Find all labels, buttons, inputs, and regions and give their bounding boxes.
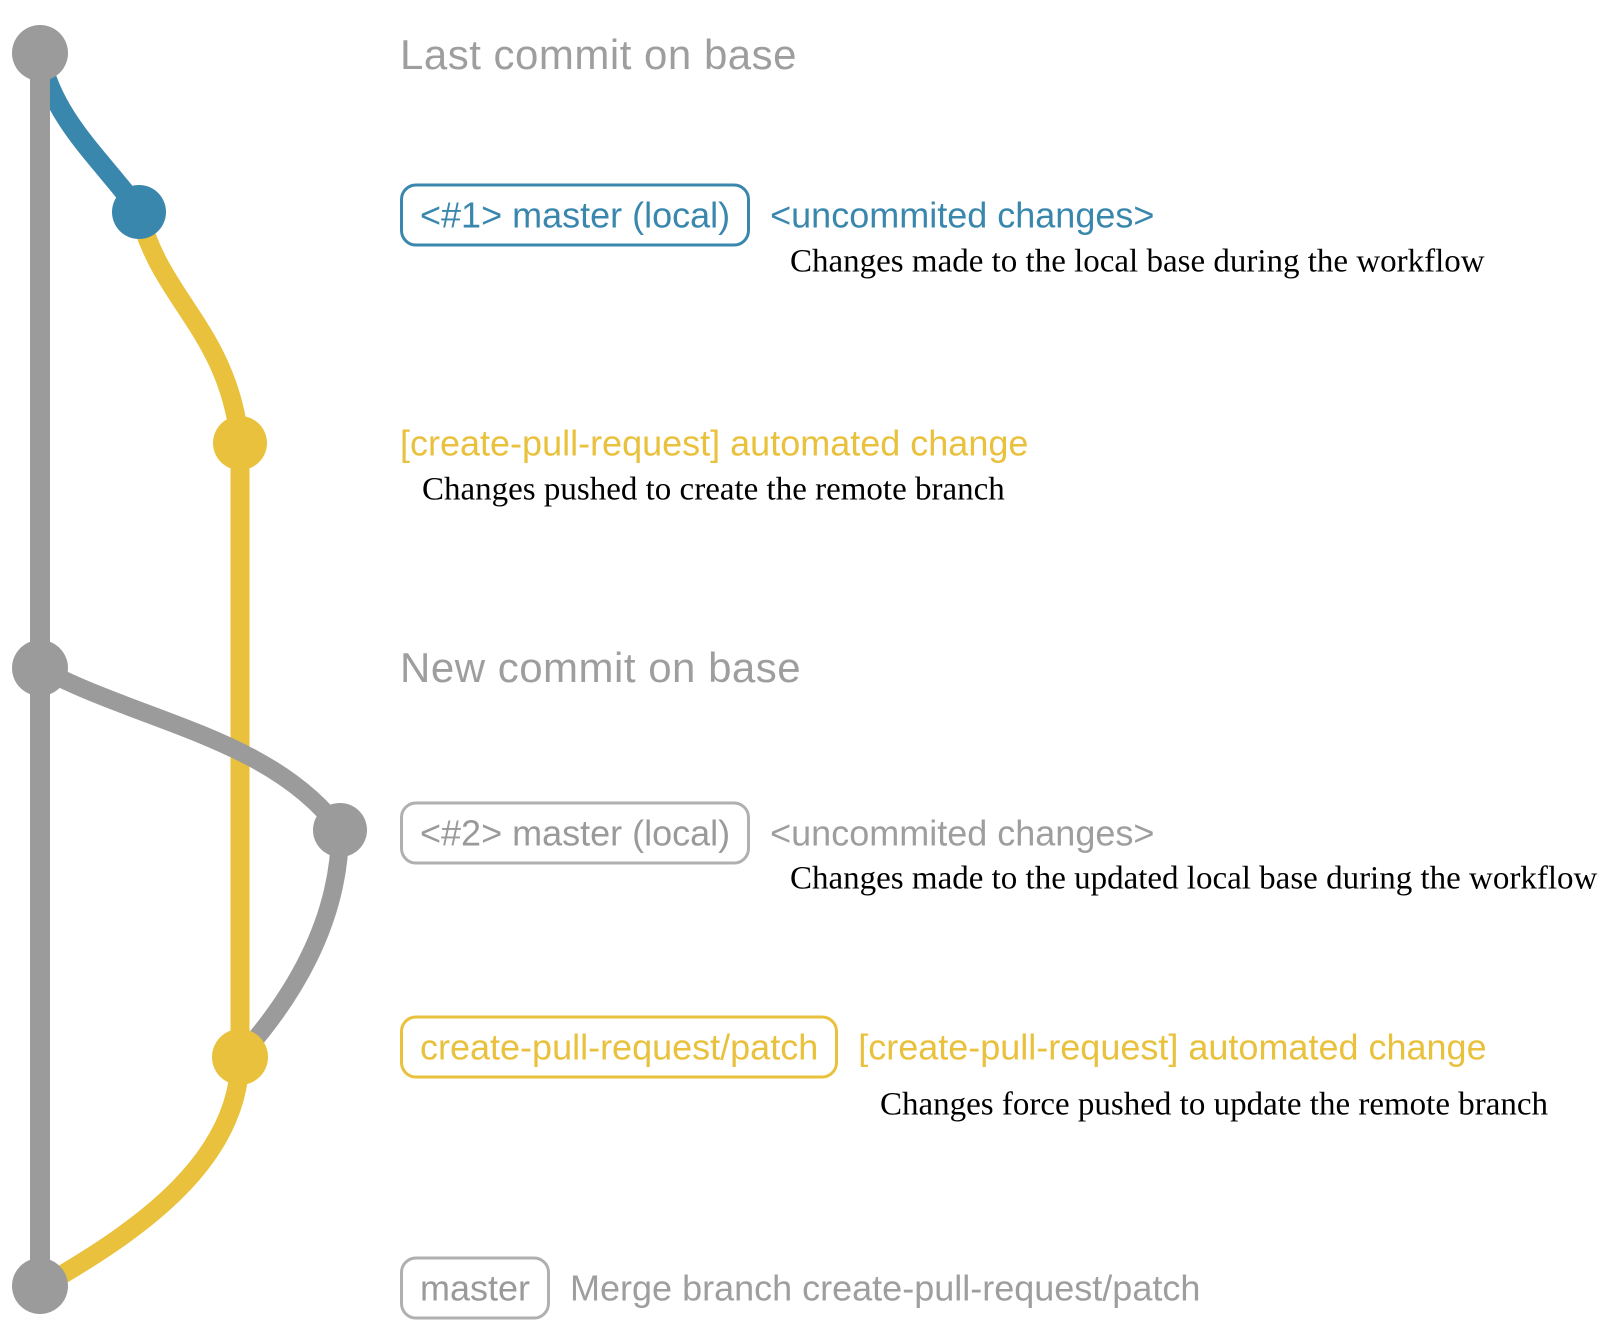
- commit-message: <uncommited changes>: [770, 194, 1155, 236]
- commit-message: <uncommited changes>: [770, 812, 1155, 854]
- commit-dot-local-1: [112, 185, 166, 239]
- commit-dot-local-2: [313, 803, 367, 857]
- commit-message: [create-pull-request] automated change: [858, 1026, 1487, 1068]
- commit-dot-patch-1: [213, 416, 267, 470]
- commit-message: Merge branch create-pull-request/patch: [570, 1267, 1201, 1309]
- annotation-new-commit: New commit on base: [400, 644, 801, 692]
- annotation-last-commit: Last commit on base: [400, 31, 797, 79]
- annotation-patch-commit-1: [create-pull-request] automated change: [400, 421, 1028, 466]
- branch-badge: <#1> master (local): [400, 183, 751, 247]
- rebase-curve-out: [31, 659, 349, 839]
- commit-description: Changes made to the updated local base d…: [790, 860, 1598, 897]
- commit-title: New commit on base: [400, 644, 802, 691]
- branch-badge-label: <#1> master (local): [420, 194, 731, 236]
- branch-badge: master: [400, 1256, 551, 1320]
- commit-description: Changes force pushed to update the remot…: [880, 1086, 1549, 1123]
- branch-badge-label: <#2> master (local): [420, 812, 731, 854]
- branch-badge-label: master: [420, 1267, 531, 1309]
- local-master-branch-line: [30, 46, 147, 218]
- commit-description: Changes pushed to create the remote bran…: [422, 471, 1005, 508]
- commit-dot-merge: [12, 1258, 68, 1314]
- commit-dot-last-base: [12, 25, 68, 81]
- annotation-local-commit-1: <#1> master (local) <uncommited changes>: [400, 183, 1155, 247]
- commit-dot-patch-2: [212, 1029, 268, 1085]
- branch-badge: create-pull-request/patch: [400, 1015, 839, 1079]
- commit-dot-new-base: [12, 640, 68, 696]
- annotation-merge-commit: master Merge branch create-pull-request/…: [400, 1256, 1201, 1320]
- commit-description: Changes made to the local base during th…: [790, 243, 1485, 280]
- branch-badge-label: create-pull-request/patch: [420, 1026, 819, 1068]
- annotation-patch-commit-2: create-pull-request/patch [create-pull-r…: [400, 1015, 1487, 1079]
- commit-title: Last commit on base: [400, 31, 798, 78]
- rebase-curve-in: [237, 821, 349, 1059]
- branch-badge: <#2> master (local): [400, 801, 751, 865]
- commit-message: [create-pull-request] automated change: [400, 422, 1029, 464]
- annotation-local-commit-2: <#2> master (local) <uncommited changes>: [400, 801, 1155, 865]
